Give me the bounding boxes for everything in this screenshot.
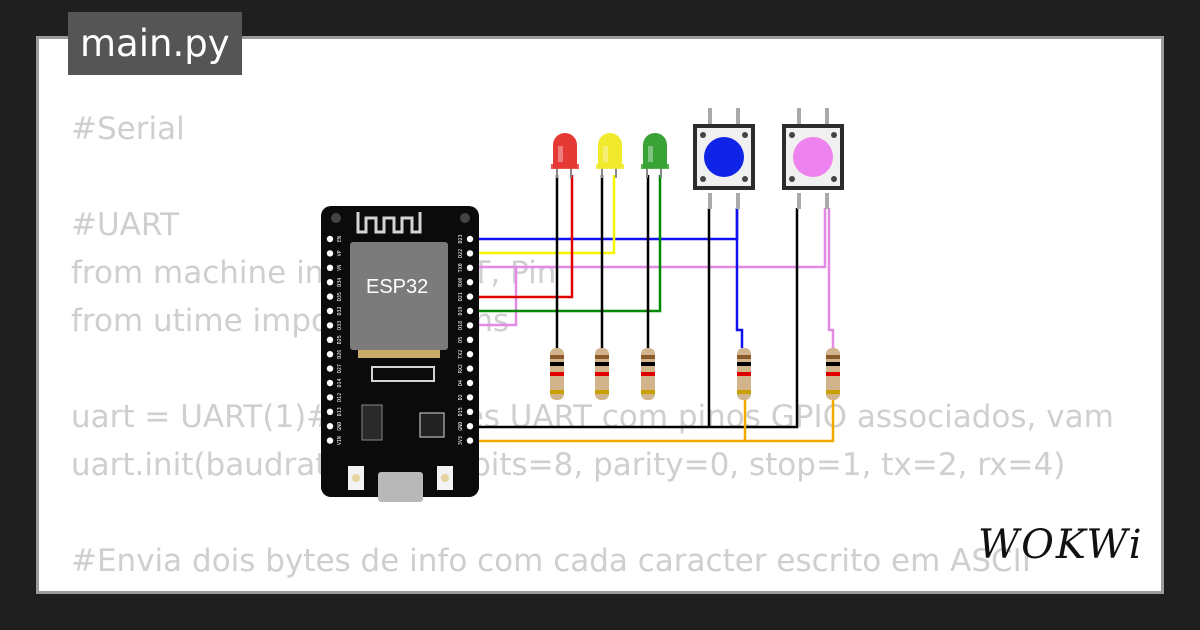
code-line: #UART (71, 207, 180, 243)
pin-dot[interactable] (326, 293, 334, 300)
pin-label: D15 (458, 407, 464, 416)
resistor[interactable] (826, 348, 840, 400)
wires (468, 175, 835, 443)
pin-label: EN (337, 236, 343, 242)
pin-label: D35 (337, 292, 343, 301)
pin-label: D5 (458, 337, 464, 343)
pin-label: D33 (337, 321, 343, 330)
wire-blue-res (735, 208, 744, 348)
wire-black-gnd (470, 208, 799, 429)
pin-label: D25 (337, 335, 343, 344)
pin-dot[interactable] (326, 235, 334, 243)
pin-dot[interactable] (326, 351, 334, 358)
pin-label: D12 (337, 393, 343, 402)
pin-label: VP (337, 250, 343, 256)
pin-dot[interactable] (326, 379, 334, 387)
wire-pink-res (827, 208, 835, 348)
pin-dot[interactable] (466, 307, 474, 315)
pin-label: D26 (337, 350, 343, 359)
resistor[interactable] (550, 348, 564, 400)
pin-label: D13 (337, 407, 343, 416)
wire-red (470, 175, 574, 299)
pin-dot[interactable] (466, 408, 474, 415)
pin-label: D19 (458, 306, 464, 315)
pin-dot[interactable] (326, 336, 334, 343)
pin-dot[interactable] (466, 235, 474, 243)
usb-chip (419, 412, 445, 438)
pin-dot[interactable] (326, 264, 334, 271)
pushbutton-pink[interactable] (782, 108, 844, 209)
pin-label: D23 (458, 234, 464, 243)
pin-label: D21 (458, 292, 464, 301)
pin-dot[interactable] (466, 293, 474, 300)
wire-pink-tx (470, 208, 827, 269)
pin-label: D22 (458, 249, 464, 258)
wire-yellow (470, 175, 616, 255)
resistor[interactable] (737, 348, 751, 400)
pin-dot[interactable] (326, 408, 334, 415)
pin-dot[interactable] (326, 307, 334, 315)
esp32-module (350, 242, 448, 350)
wire-pink-d18 (470, 267, 518, 327)
pin-label: VN (337, 265, 343, 271)
pin-label: D27 (337, 364, 343, 373)
resistor[interactable] (641, 348, 655, 400)
pin-dot[interactable] (466, 351, 474, 358)
pin-dot[interactable] (466, 423, 474, 430)
led-yellow[interactable] (596, 133, 624, 178)
pin-label: D32 (337, 306, 343, 315)
wokwi-logo: WOKWi (978, 522, 1144, 568)
pin-label: TX2 (458, 350, 464, 359)
pin-dot[interactable] (466, 394, 474, 401)
pin-label: D18 (458, 321, 464, 330)
pin-dot[interactable] (326, 423, 334, 430)
pin-dot[interactable] (466, 336, 474, 343)
pin-dot[interactable] (466, 365, 474, 372)
pin-label: TX0 (458, 263, 464, 272)
usb-port (378, 472, 423, 502)
code-line: #Envia dois bytes de info com cada carac… (71, 543, 1031, 579)
pin-dot[interactable] (326, 365, 334, 372)
wire-orange (470, 400, 835, 443)
pin-dot[interactable] (326, 394, 334, 401)
pin-dot[interactable] (326, 279, 334, 286)
pin-label: D34 (337, 278, 343, 287)
pin-label: RX0 (458, 278, 464, 287)
pin-label: GND (337, 422, 343, 431)
pin-dot[interactable] (466, 322, 474, 329)
code-line: #Serial (71, 111, 185, 147)
pin-label: VIN (337, 436, 343, 445)
pin-dot[interactable] (326, 322, 334, 329)
file-tab[interactable]: main.py (68, 12, 242, 75)
pin-dot[interactable] (326, 250, 334, 257)
pin-label: D4 (458, 380, 464, 386)
pin-label: D2 (458, 394, 464, 400)
pin-label: D14 (337, 378, 343, 387)
pin-dot[interactable] (326, 437, 334, 444)
led-red[interactable] (551, 133, 579, 178)
esp32-label: ESP32 (366, 276, 428, 298)
led-green[interactable] (641, 133, 669, 178)
resistor[interactable] (595, 348, 609, 400)
pin-dot[interactable] (466, 279, 474, 286)
pin-label: GND (458, 422, 464, 431)
wire-blue (470, 208, 739, 241)
esp32-board[interactable]: ESP32 ENVPVND34D35D32D33D25D26D27D14D12D… (321, 206, 479, 502)
pushbutton-blue[interactable] (693, 108, 755, 209)
pin-dot[interactable] (466, 379, 474, 387)
pin-label: RX2 (458, 364, 464, 373)
pin-label: 3V3 (458, 436, 464, 445)
pin-dot[interactable] (466, 264, 474, 271)
pin-dot[interactable] (466, 250, 474, 257)
wire-green (470, 175, 662, 313)
pin-dot[interactable] (466, 437, 474, 444)
